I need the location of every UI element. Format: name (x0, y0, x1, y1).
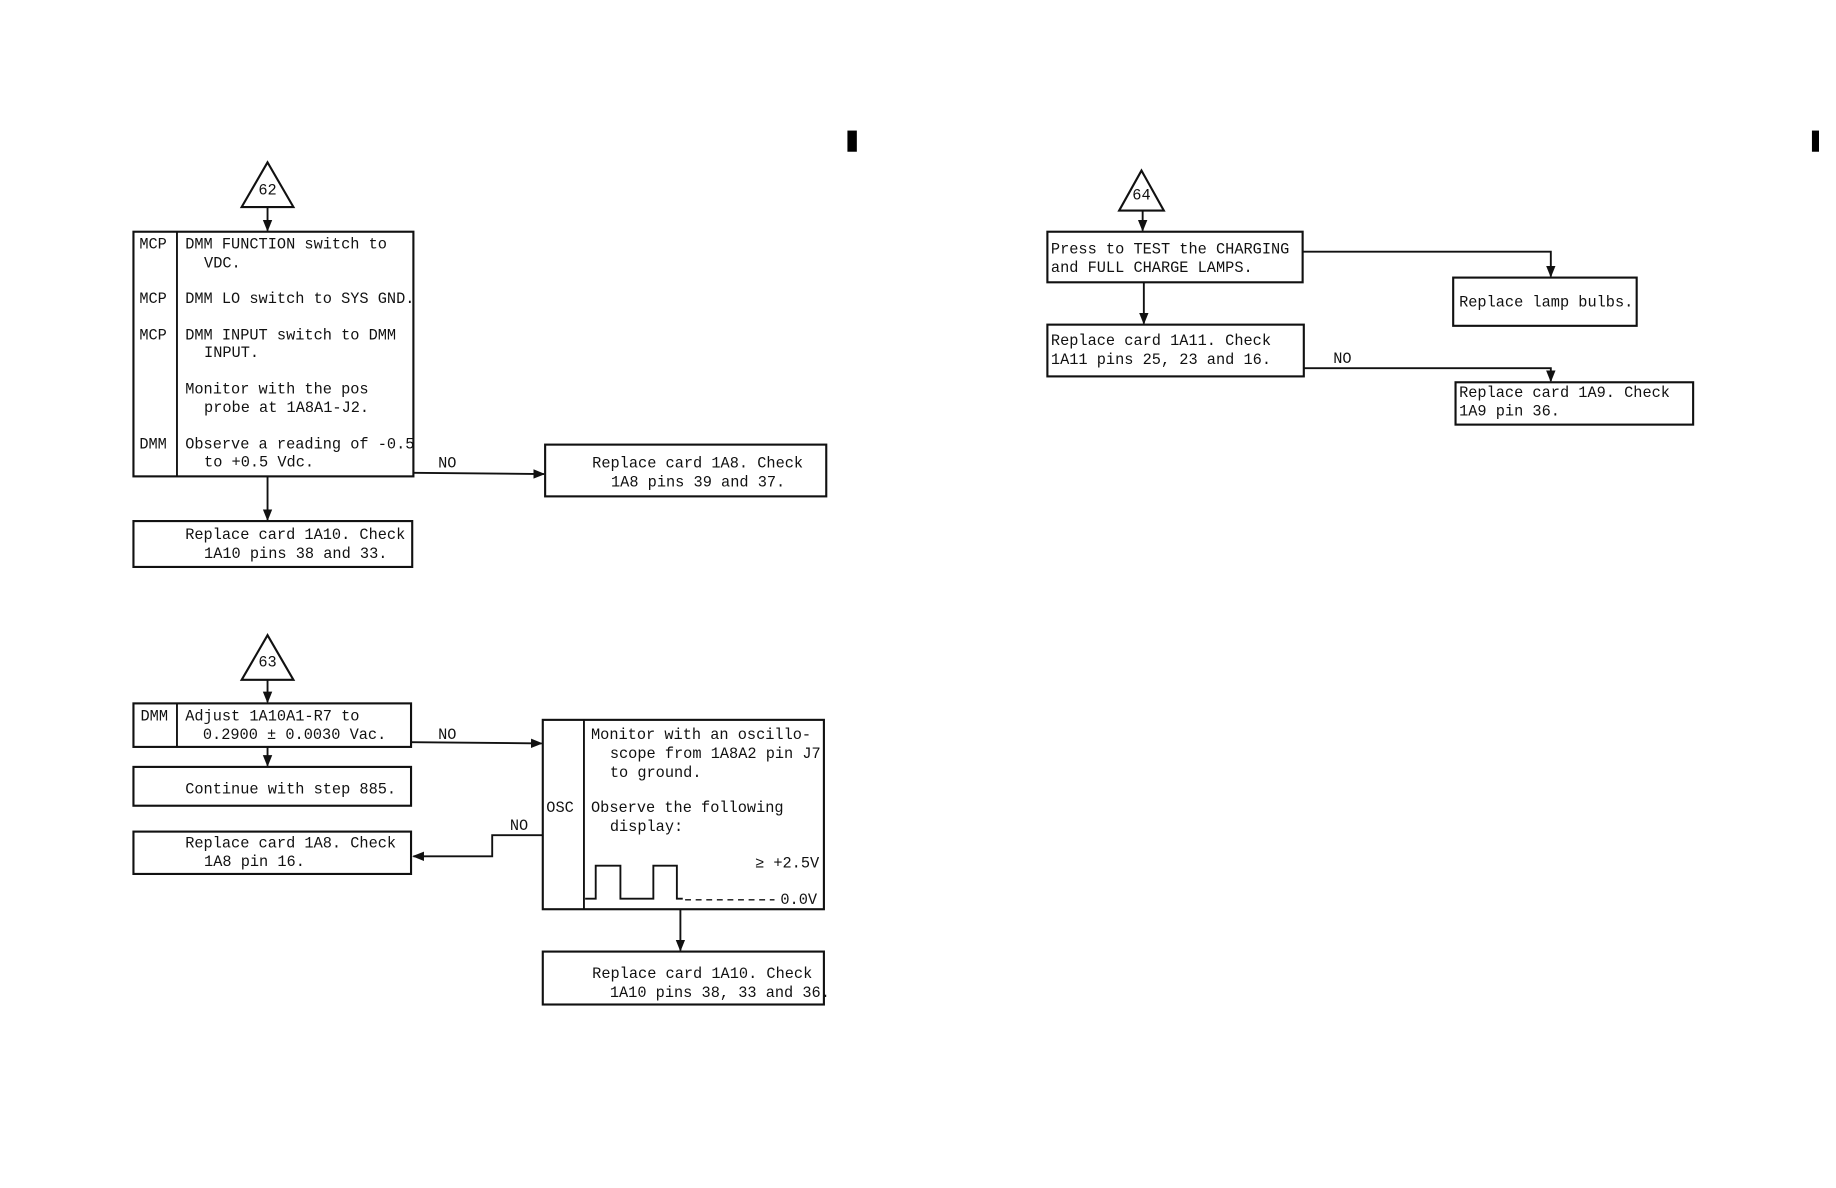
step-text: to +0.5 Vdc. (204, 453, 314, 471)
step-text: and FULL CHARGE LAMPS. (1051, 259, 1253, 277)
step-text: VDC. (204, 255, 241, 273)
box-text: Replace card 1A10. Check (185, 526, 405, 544)
box-text: Replace card 1A11. Check (1051, 332, 1271, 350)
flow-64: 64 Press to TEST the CHARGING and FULL C… (1046, 168, 1695, 426)
replace-1a8-pin16-box: Replace card 1A8. Check 1A8 pin 16. (132, 830, 413, 876)
box-text: Replace card 1A8. Check (592, 454, 803, 472)
box-text: 1A8 pin 16. (204, 853, 305, 871)
box-text: 1A10 pins 38, 33 and 36. (610, 984, 830, 1002)
step-text: probe at 1A8A1-J2. (204, 399, 369, 417)
step-text: 0.2900 ± 0.0030 Vac. (203, 726, 386, 744)
square-wave-trace (585, 864, 683, 900)
step-text: to ground. (610, 764, 702, 782)
tool-label: MCP (139, 290, 167, 308)
replace-lamp-bulbs-box: Replace lamp bulbs. (1452, 276, 1638, 327)
step-text: DMM FUNCTION switch to (185, 236, 387, 254)
box-text: Replace card 1A8. Check (185, 834, 396, 852)
continue-box: Continue with step 885. (132, 765, 413, 807)
replace-1a8-box: Replace card 1A8. Check 1A8 pins 39 and … (544, 443, 828, 498)
no-label: NO (438, 726, 456, 744)
box-text: 1A9 pin 36. (1459, 403, 1560, 421)
no-label: NO (510, 817, 528, 835)
oscilloscope-step-box: OSC Monitor with an oscillo- scope from … (541, 718, 825, 911)
tool-label: MCP (139, 236, 167, 254)
connector-64-label: 64 (1132, 186, 1150, 204)
step-text: Monitor with the pos (185, 380, 368, 398)
step-text: Adjust 1A10A1-R7 to (185, 707, 359, 725)
step-text: scope from 1A8A2 pin J7 (610, 745, 821, 763)
box-text: Continue with step 885. (185, 780, 396, 798)
box-text: Replace card 1A9. Check (1459, 384, 1670, 402)
box-text: Replace lamp bulbs. (1459, 293, 1633, 311)
change-bar-left (847, 130, 857, 152)
replace-1a9-box: Replace card 1A9. Check 1A9 pin 36. (1454, 381, 1695, 426)
box-text: 1A10 pins 38 and 33. (204, 545, 387, 563)
step-text: Observe the following (591, 799, 784, 817)
box-text: 1A11 pins 25, 23 and 16. (1051, 351, 1271, 369)
step-text: Monitor with an oscillo- (591, 726, 811, 744)
flow-62: 62 MCP DMM FUNCTION switch to VDC. MCP D… (132, 160, 828, 569)
tool-label: OSC (546, 799, 574, 817)
step-box-62: MCP DMM FUNCTION switch to VDC. MCP DMM … (132, 230, 414, 478)
replace-1a10-box: Replace card 1A10. Check 1A10 pins 38 an… (132, 520, 414, 569)
step-text: INPUT. (204, 344, 259, 362)
replace-1a11-box: Replace card 1A11. Check 1A11 pins 25, 2… (1046, 323, 1305, 378)
connector-63-label: 63 (258, 653, 276, 671)
high-level-label: ≥ +2.5V (755, 854, 820, 872)
flow-63: 63 DMM Adjust 1A10A1-R7 to 0.2900 ± 0.00… (132, 633, 830, 1006)
no-label: NO (1333, 350, 1351, 368)
tool-label: MCP (139, 326, 167, 344)
change-bar-right (1811, 130, 1819, 152)
low-level-label: 0.0V (780, 891, 818, 909)
step-text: DMM LO switch to SYS GND. (185, 290, 414, 308)
adjust-step-box: DMM Adjust 1A10A1-R7 to 0.2900 ± 0.0030 … (132, 702, 413, 748)
connector-62-label: 62 (258, 182, 276, 200)
step-text: display: (610, 818, 683, 836)
no-label: NO (438, 454, 456, 472)
box-text: 1A8 pins 39 and 37. (611, 473, 785, 491)
tool-label: DMM (141, 707, 169, 725)
tool-label: DMM (139, 436, 167, 454)
replace-1a10-pins-box: Replace card 1A10. Check 1A10 pins 38, 3… (541, 950, 830, 1006)
box-text: Replace card 1A10. Check (592, 965, 812, 983)
connector-64-triangle (1117, 168, 1166, 212)
step-text: Press to TEST the CHARGING (1051, 240, 1289, 258)
lamp-test-box: Press to TEST the CHARGING and FULL CHAR… (1046, 230, 1304, 284)
step-text: Observe a reading of -0.5 (185, 436, 414, 454)
step-text: DMM INPUT switch to DMM (185, 326, 396, 344)
